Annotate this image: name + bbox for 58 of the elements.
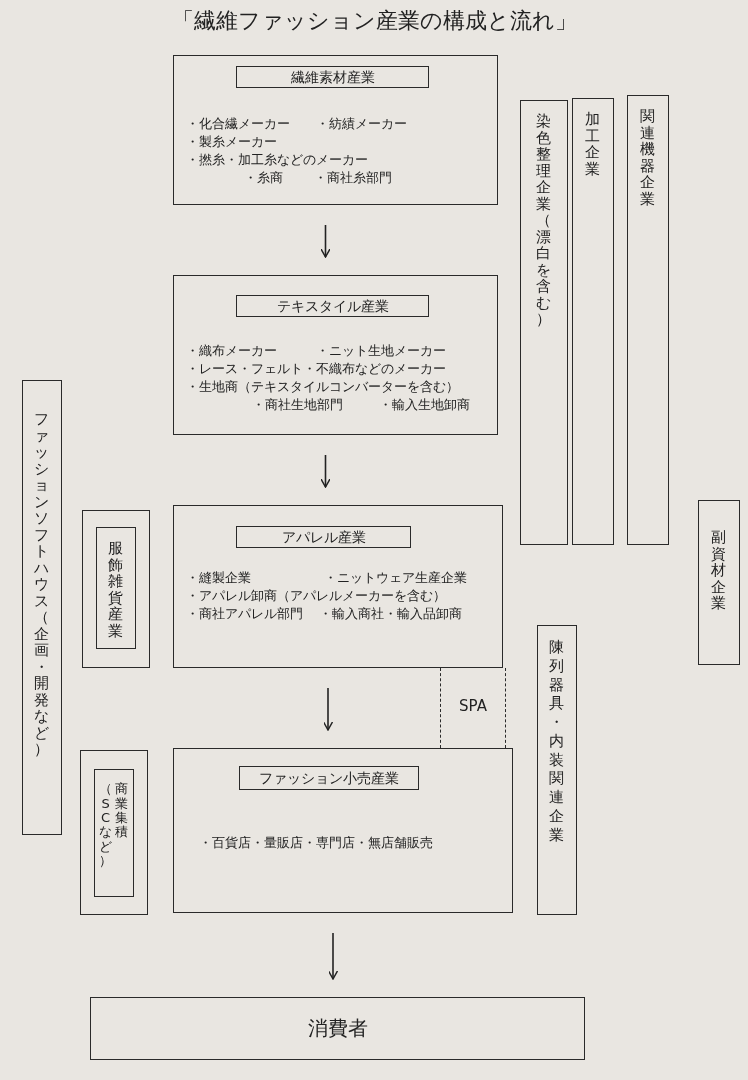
list-item: ・織布メーカー (186, 343, 277, 359)
flow-arrow (320, 224, 331, 258)
list-item: ・レース・フェルト・不織布などのメーカー (186, 361, 446, 377)
vertical-label: 服飾雑貨産業 (108, 540, 124, 640)
related-industry-column (627, 95, 669, 545)
list-item: ・糸商 (244, 170, 283, 186)
flow-arrow (320, 454, 331, 488)
list-item: ・輸入生地卸商 (379, 397, 470, 413)
related-industry-column (22, 380, 62, 835)
vertical-label: 商業集積 (115, 782, 129, 840)
list-item: ・アパレル卸商（アパレルメーカーを含む） (186, 588, 446, 604)
heading-text: ファッション小売産業 (258, 770, 401, 785)
heading-box (236, 295, 430, 318)
related-industry-column (520, 100, 568, 545)
industry-box (173, 748, 513, 913)
list-item: ・ニット生地メーカー (316, 343, 446, 359)
heading-box (239, 766, 420, 791)
heading-text: テキスタイル産業 (275, 298, 390, 313)
consumer-box (90, 997, 585, 1060)
outer-frame (82, 510, 150, 668)
list-item: ・化合繊メーカー (186, 116, 290, 132)
list-item: ・商社生地部門 (252, 397, 343, 413)
list-item: ・商社アパレル部門 (186, 606, 303, 622)
related-industry-column (698, 500, 740, 665)
diagram-title: 「繊維ファッション産業の構成と流れ」 (170, 7, 578, 35)
list-item: ・紡績メーカー (316, 116, 407, 132)
list-item: ・百貨店・量販店・専門店・無店舗販売 (199, 835, 433, 851)
flow-arrow (327, 932, 339, 980)
vertical-label: ファッションソフトハウス（企画・開発など） (33, 411, 49, 758)
list-item: ・輸入商社・輸入品卸商 (319, 606, 462, 622)
heading-box (236, 66, 430, 89)
vertical-label: 加工企業 (584, 111, 600, 177)
list-item: ・ニットウェア生産企業 (324, 570, 467, 586)
list-item: ・生地商（テキスタイルコンバーターを含む） (186, 379, 459, 395)
list-item: ・商社糸部門 (314, 170, 392, 186)
heading-text: SPA (458, 698, 488, 714)
side-industry-box (96, 527, 137, 650)
spa-region (440, 668, 506, 748)
heading-text: 消費者 (306, 1017, 369, 1038)
flow-arrow (322, 687, 334, 731)
heading-box (236, 526, 412, 549)
vertical-label: 副資材企業 (710, 529, 726, 612)
vertical-label: 関連機器企業 (639, 108, 655, 207)
side-industry-box (94, 769, 135, 898)
list-item: ・撚糸・加工糸などのメーカー (186, 152, 368, 168)
list-item: ・製糸メーカー (186, 134, 277, 150)
vertical-label: 染色整理企業（漂白を含む） (535, 113, 551, 328)
heading-text: アパレル産業 (280, 529, 367, 544)
list-item: ・縫製企業 (186, 570, 251, 586)
industry-box (173, 505, 503, 668)
industry-box (173, 275, 498, 435)
related-industry-column (537, 625, 577, 915)
related-industry-column (572, 98, 614, 545)
heading-text: 繊維素材産業 (289, 69, 376, 84)
industry-box (173, 55, 498, 205)
outer-frame (80, 750, 148, 915)
vertical-label: （SCなど） (99, 782, 113, 869)
vertical-label: 陳列器具・内装関連企業 (548, 638, 564, 845)
